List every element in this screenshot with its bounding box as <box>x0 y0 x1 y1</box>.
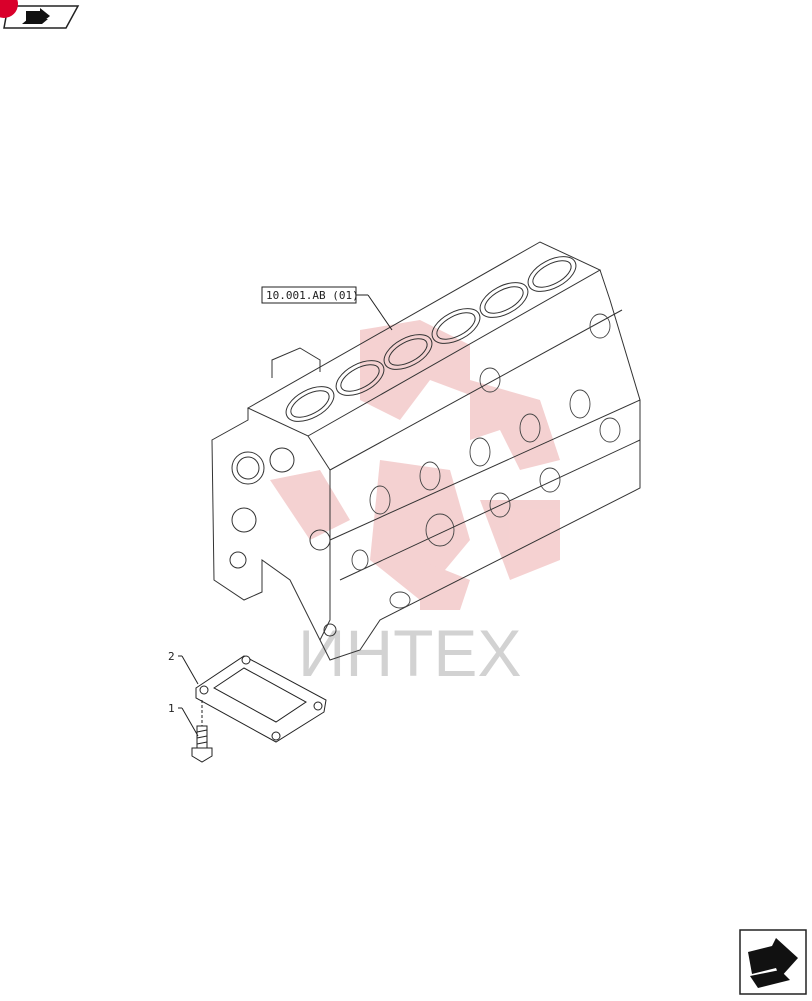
cylinder-bores <box>285 256 577 422</box>
nav-next-button[interactable] <box>736 928 808 996</box>
item-callouts <box>178 655 199 737</box>
arrow-back-icon <box>3 5 80 29</box>
reference-callout: 10.001.AB (01) <box>261 286 393 331</box>
callout-number-2: 2 <box>168 650 175 663</box>
watermark-emblem <box>270 320 560 610</box>
bolt-part <box>191 700 213 763</box>
brand-badge <box>0 0 18 18</box>
nav-prev-button[interactable] <box>0 0 82 34</box>
arrow-forward-icon <box>739 929 807 995</box>
engine-block <box>211 241 641 661</box>
reference-label: 10.001.AB (01) <box>266 289 359 302</box>
callout-number-1: 1 <box>168 702 175 715</box>
gasket-part <box>195 655 327 743</box>
block-side-details <box>351 313 621 609</box>
watermark-text: ИНТЕХ <box>298 616 521 690</box>
